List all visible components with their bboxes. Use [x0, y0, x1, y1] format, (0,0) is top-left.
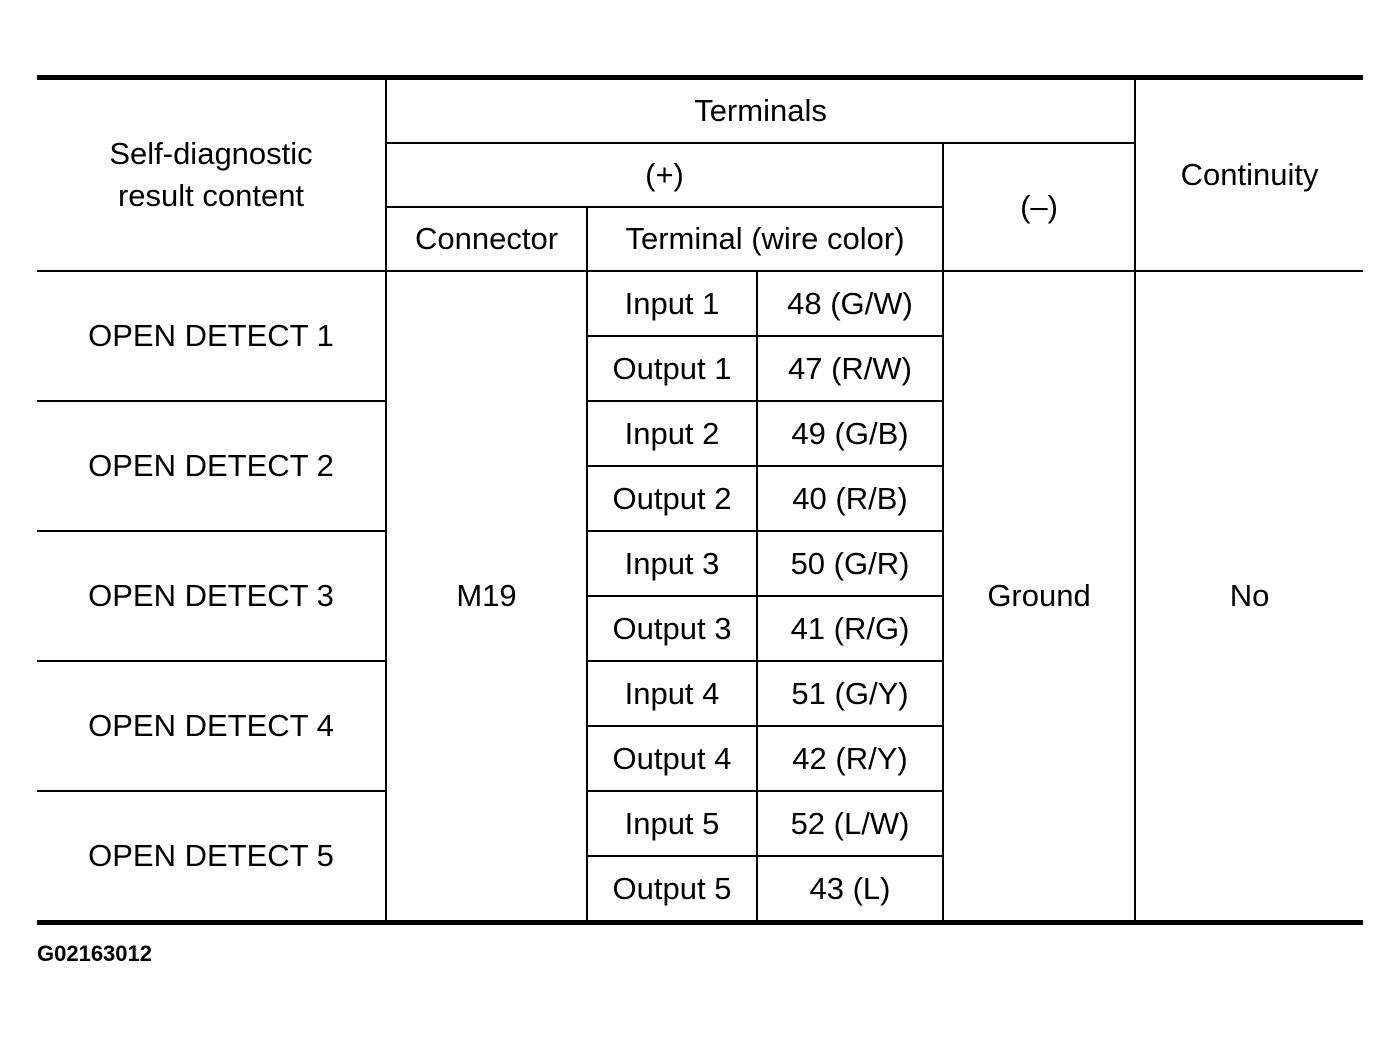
- wire-color: 52 (L/W): [756, 790, 944, 857]
- table-row: OPEN DETECT 1 M19 Input 1 48 (G/W) Groun…: [37, 270, 1364, 924]
- wire-color: 40 (R/B): [756, 465, 944, 532]
- terminal-label: Output 3: [587, 595, 758, 662]
- continuity-cell: No: [1134, 270, 1364, 924]
- terminal-label: Input 5: [586, 790, 758, 857]
- wire-color: 41 (R/G): [756, 595, 944, 662]
- header-continuity: Continuity: [1134, 76, 1364, 272]
- wire-color: 42 (R/Y): [756, 725, 944, 792]
- figure-id: G02163012: [37, 941, 152, 966]
- table-row: Output 2 40 (R/B): [37, 465, 1363, 532]
- wire-color: 50 (G/R): [756, 530, 944, 597]
- terminal-label: Input 2: [586, 400, 758, 467]
- result-cell: OPEN DETECT 2: [37, 400, 387, 532]
- table-row: Output 3 41 (R/G): [37, 595, 1363, 662]
- table-row: OPEN DETECT 2 Input 2 49 (G/B): [37, 400, 1363, 532]
- terminal-label: Input 4: [586, 660, 758, 727]
- table-row: Output 1 47 (R/W): [37, 335, 1363, 402]
- header-result-content: Self-diagnostic result content: [37, 76, 387, 272]
- header-row-2: (+) (–): [37, 142, 1363, 272]
- table-row: Output 5 43 (L): [37, 855, 1363, 924]
- header-terminals: Terminals: [384, 76, 1137, 144]
- wire-color: 43 (L): [756, 855, 944, 924]
- result-cell: OPEN DETECT 5: [37, 790, 387, 924]
- result-cell: OPEN DETECT 3: [37, 530, 387, 662]
- terminal-label: Output 5: [587, 855, 758, 924]
- terminal-label: Output 2: [587, 465, 758, 532]
- terminal-label: Output 4: [587, 725, 758, 792]
- wire-color: 51 (G/Y): [756, 660, 944, 727]
- wire-color: 47 (R/W): [756, 335, 944, 402]
- result-cell: OPEN DETECT 4: [37, 660, 387, 792]
- wire-color: 49 (G/B): [756, 400, 944, 467]
- connector-cell: M19: [385, 270, 588, 924]
- result-cell: OPEN DETECT 1: [37, 270, 387, 402]
- open-detect-table: Self-diagnostic result content Terminals…: [37, 75, 1364, 925]
- table-row: OPEN DETECT 3 Input 3 50 (G/R): [37, 530, 1363, 662]
- header-plus: (+): [386, 142, 944, 208]
- table-row: OPEN DETECT 5 Input 5 52 (L/W): [37, 790, 1363, 924]
- ground-cell: Ground: [941, 270, 1137, 924]
- header-row-3: Connector Terminal (wire color): [37, 206, 1363, 272]
- table-row: Output 4 42 (R/Y): [37, 725, 1363, 792]
- wire-color: 48 (G/W): [756, 270, 944, 337]
- header-row-1: Self-diagnostic result content Terminals…: [37, 76, 1364, 272]
- terminal-label: Output 1: [587, 335, 758, 402]
- header-terminal-wire-color: Terminal (wire color): [586, 206, 944, 272]
- header-connector: Connector: [386, 206, 588, 272]
- terminal-label: Input 3: [586, 530, 758, 597]
- header-minus: (–): [941, 142, 1137, 272]
- table-row: OPEN DETECT 4 Input 4 51 (G/Y): [37, 660, 1363, 792]
- terminal-label: Input 1: [586, 270, 758, 337]
